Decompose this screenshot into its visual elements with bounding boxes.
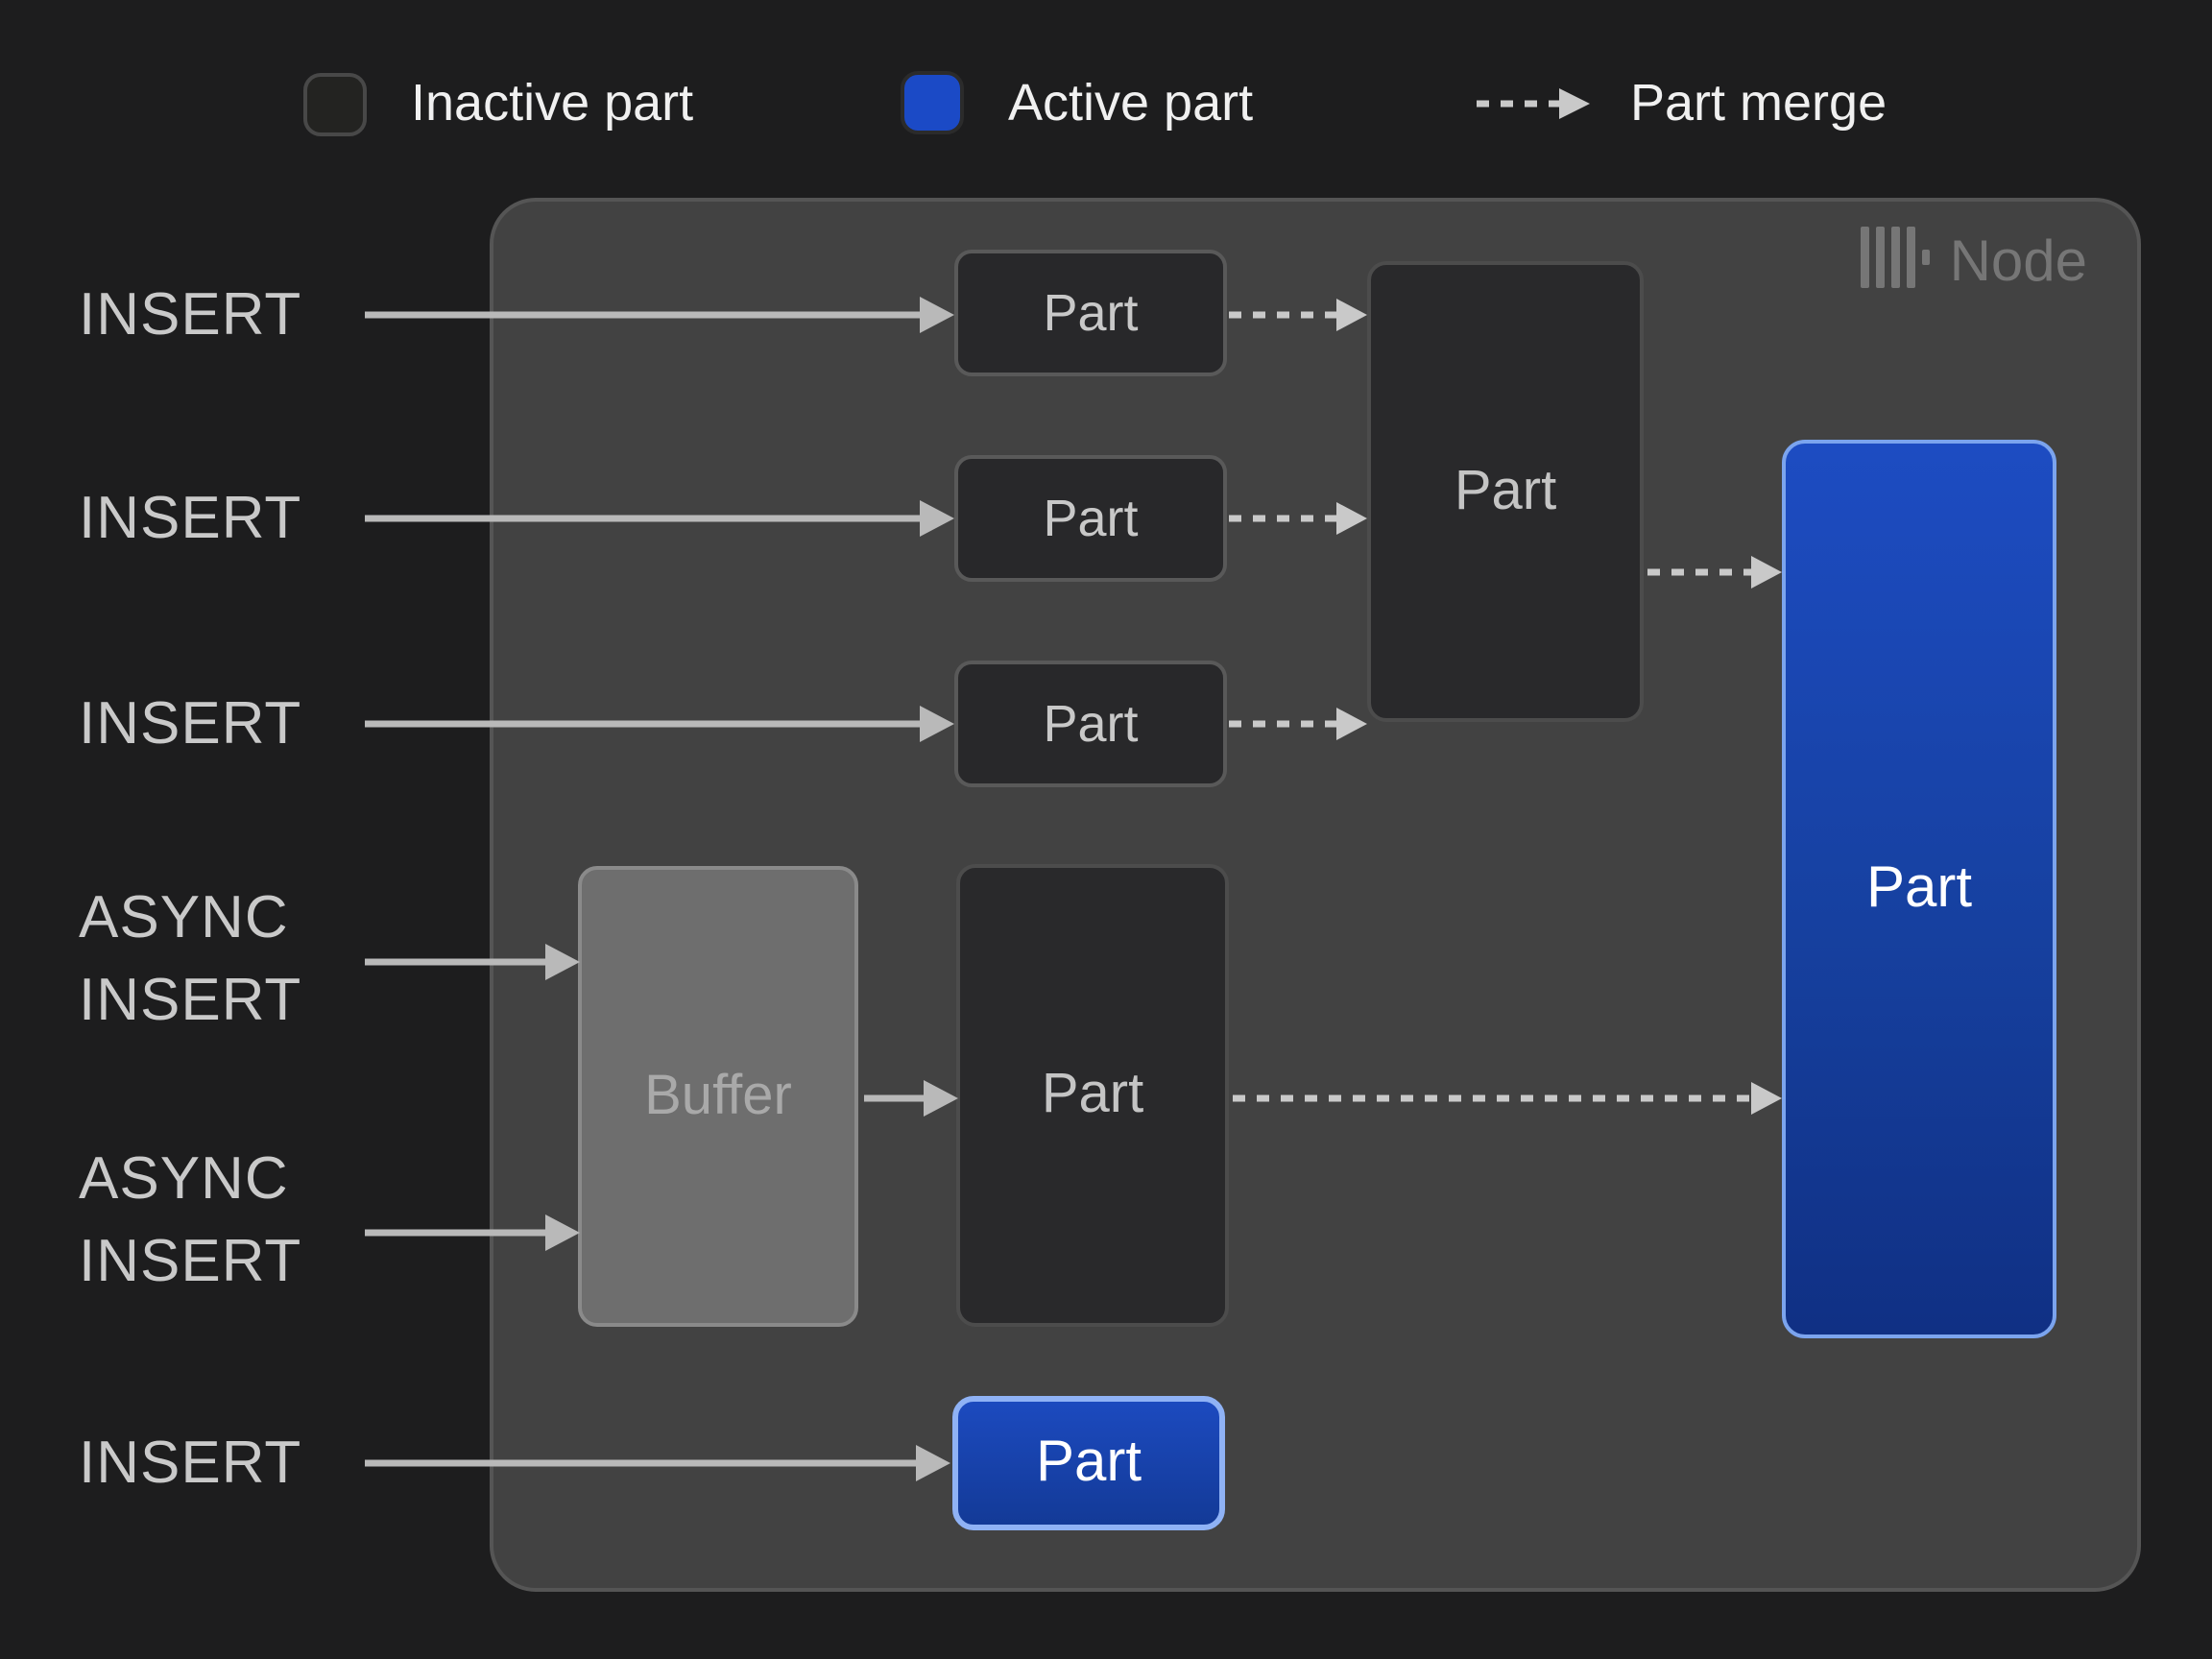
clickhouse-bars-icon	[1861, 225, 1931, 300]
inactive-part-box-1: Part	[954, 250, 1227, 376]
legend-merge-arrow	[1477, 88, 1590, 119]
async-insert-label-2: ASYNC INSERT	[79, 1137, 301, 1302]
insert-label-1: INSERT	[79, 280, 302, 348]
insert-label-6: INSERT	[79, 1429, 302, 1496]
merged-part-box: Part	[1367, 261, 1644, 722]
async-insert-label-2-line2: INSERT	[79, 1227, 302, 1294]
node-title: Node	[1861, 225, 2087, 300]
async-insert-label-1: ASYNC INSERT	[79, 876, 301, 1041]
legend-merge-label: Part merge	[1630, 74, 1887, 132]
legend-inactive-label: Inactive part	[411, 74, 694, 132]
async-insert-label-2-line1: ASYNC	[79, 1144, 289, 1212]
active-part-box-small: Part	[952, 1396, 1225, 1530]
legend-active-label: Active part	[1008, 74, 1254, 132]
insert-label-3: INSERT	[79, 689, 302, 757]
buffer-part-box: Part	[956, 864, 1229, 1327]
inactive-part-box-3: Part	[954, 661, 1227, 787]
inactive-part-swatch	[303, 73, 367, 136]
active-part-box-large: Part	[1782, 440, 2056, 1338]
buffer-box: Buffer	[578, 866, 858, 1327]
active-part-swatch	[901, 71, 964, 134]
node-label: Node	[1949, 230, 2087, 294]
inactive-part-box-2: Part	[954, 455, 1227, 582]
async-insert-label-1-line1: ASYNC	[79, 883, 289, 950]
insert-label-2: INSERT	[79, 484, 302, 551]
async-insert-label-1-line2: INSERT	[79, 966, 302, 1033]
